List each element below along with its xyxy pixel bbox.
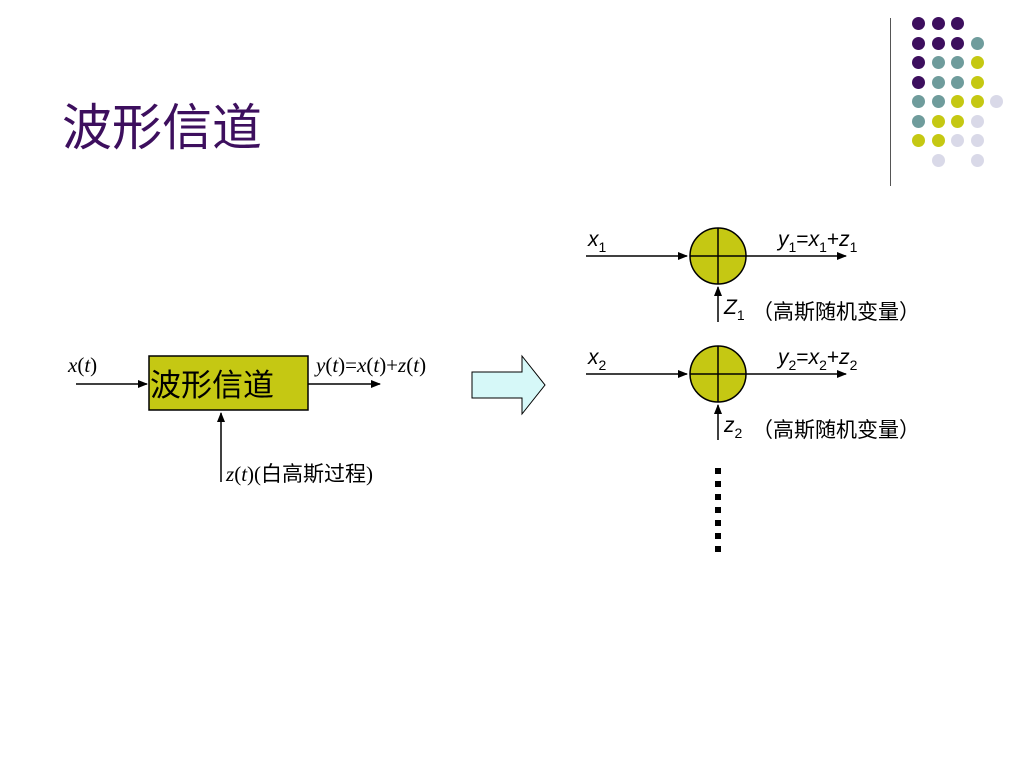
- channel-box-label: 波形信道: [150, 368, 274, 404]
- decorative-dot: [951, 95, 964, 108]
- decorative-dot: [990, 95, 1003, 108]
- continuation-ellipsis: [715, 468, 721, 552]
- decorative-dot: [970, 134, 984, 147]
- row2-input-label: x2: [588, 346, 607, 373]
- decorative-dot: [912, 56, 925, 69]
- right-arrow-shape: [471, 354, 546, 416]
- decorative-dot: [970, 114, 984, 128]
- slide-title: 波形信道: [62, 99, 262, 157]
- decorative-dot: [912, 17, 925, 30]
- decorative-dot: [931, 153, 945, 167]
- decorative-dot: [951, 17, 964, 30]
- decorative-dot: [912, 114, 925, 128]
- row2-noise-note: （高斯随机变量）: [752, 418, 920, 442]
- noise-label: z(t)(白高斯过程): [226, 462, 374, 486]
- row1-noise-label: Z1: [724, 296, 745, 323]
- decorative-dot: [931, 36, 945, 50]
- decorative-dot: [970, 75, 984, 89]
- decorative-dot: [951, 56, 964, 69]
- decorative-dot: [912, 75, 925, 89]
- decorative-dot: [931, 114, 945, 128]
- decorative-dot: [970, 153, 984, 167]
- decorative-dot: [951, 114, 964, 128]
- row1-input-label: x1: [588, 228, 607, 255]
- input-label: x(t): [68, 353, 98, 377]
- decorative-dot: [970, 95, 984, 108]
- decorative-dot: [931, 95, 945, 108]
- decorative-dot: [931, 17, 945, 30]
- decorative-dot: [951, 134, 964, 147]
- channel-box: [148, 355, 309, 411]
- output-label: y(t)=x(t)+z(t): [316, 353, 427, 377]
- decorative-dot: [970, 36, 984, 50]
- row2-output-label: y2=x2+z2: [778, 346, 858, 373]
- summing-junction-icon: [689, 345, 747, 403]
- row1-output-label: y1=x1+z1: [778, 228, 858, 255]
- row2-noise-label: z2: [724, 414, 743, 441]
- summing-junction-icon: [689, 227, 747, 285]
- decorative-dot: [951, 75, 964, 89]
- decorative-dot: [970, 56, 984, 69]
- row1-noise-note: （高斯随机变量）: [752, 300, 920, 324]
- decorative-dot: [931, 134, 945, 147]
- decorative-dot: [931, 56, 945, 69]
- decorative-dot: [912, 36, 925, 50]
- decorative-dot: [912, 134, 925, 147]
- decorative-divider: [890, 18, 891, 186]
- decorative-dot: [931, 75, 945, 89]
- decorative-dot: [912, 95, 925, 108]
- decorative-dot: [951, 36, 964, 50]
